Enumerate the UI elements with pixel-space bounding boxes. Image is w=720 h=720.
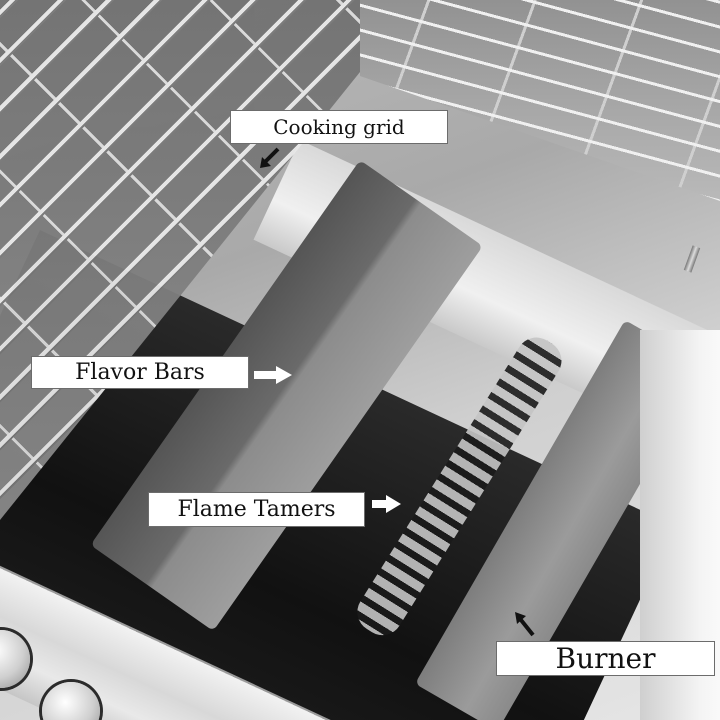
arrow-right-icon — [372, 495, 401, 513]
arrow-up-left-icon — [515, 612, 535, 637]
arrow-right-icon — [254, 366, 292, 384]
cooking-grid-label-text: Cooking grid — [273, 115, 405, 139]
flavor-bars-label: Flavor Bars — [31, 356, 249, 389]
burner-label-text: Burner — [555, 642, 656, 675]
arrow-down-left-icon — [260, 147, 280, 168]
burner-label: Burner — [496, 641, 715, 676]
flame-tamers-label: Flame Tamers — [148, 492, 365, 527]
flavor-bars-label-text: Flavor Bars — [75, 360, 205, 385]
flame-tamers-label-text: Flame Tamers — [177, 497, 336, 522]
cooking-grid-label: Cooking grid — [230, 110, 448, 144]
